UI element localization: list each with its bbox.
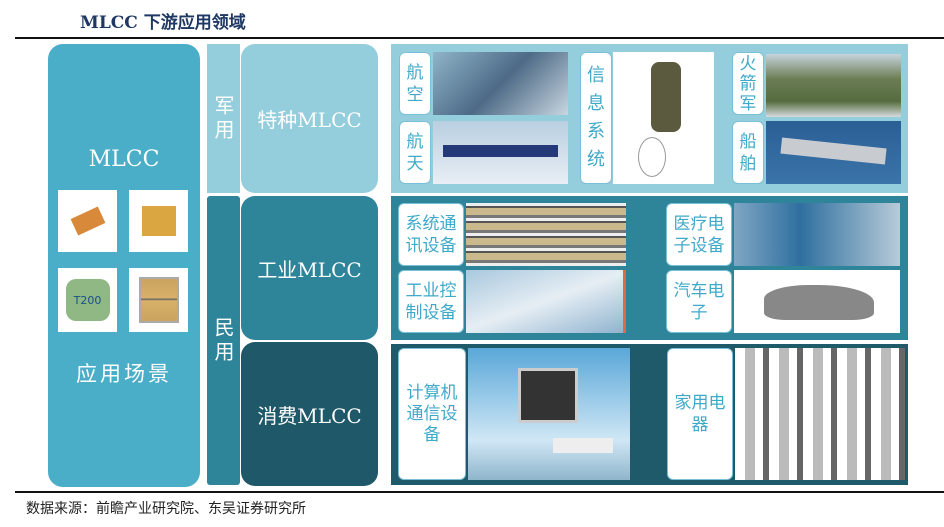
satellite-image (433, 121, 568, 184)
soldier-system-image (613, 52, 714, 184)
capacitor-green-image: T200 (58, 268, 117, 332)
label-home-appliances: 家用电器 (667, 348, 733, 480)
page-title: MLCC 下游应用领域 (80, 13, 246, 33)
network-switch-image (466, 203, 626, 266)
label-computer-comm: 计算机通信设备 (398, 348, 466, 480)
fighter-jet-image (433, 52, 568, 115)
source-note: 数据来源：前瞻产业研究院、东吴证券研究所 (26, 501, 306, 517)
capacitor-stack-image (129, 268, 188, 332)
bottom-rule (15, 491, 944, 493)
special-mlcc: 特种MLCC (241, 44, 378, 193)
scenario-label: 应用场景 (76, 362, 172, 386)
rocket-truck-image (766, 54, 901, 117)
industrial-mlcc: 工业MLCC (241, 196, 378, 340)
mlcc-box: MLCC T200 应用场景 (48, 44, 200, 487)
label-rocket-force: 火箭军 (732, 52, 764, 115)
military-group: 军用 (207, 44, 240, 193)
top-rule (15, 37, 944, 39)
label-info-system: 信息系统 (580, 52, 612, 184)
medical-room-image (734, 203, 900, 266)
appliances-image (735, 348, 905, 480)
computers-image (468, 348, 630, 480)
civil-group: 民用 (207, 196, 240, 485)
industrial-panel: 系统通讯设备 医疗电子设备 工业控制设备 汽车电子 (391, 196, 908, 340)
military-panel: 航空 航天 信息系统 火箭军 船舶 (391, 44, 908, 193)
capacitor-yellow-image (129, 190, 188, 252)
mlcc-label: MLCC (88, 147, 160, 172)
label-telecom: 系统通讯设备 (398, 203, 464, 266)
car-electronics-image (734, 270, 900, 333)
label-aerospace: 航天 (399, 121, 431, 184)
label-auto-electronics: 汽车电子 (666, 270, 732, 333)
label-ships: 船舶 (732, 121, 764, 184)
label-industrial-control: 工业控制设备 (398, 270, 464, 333)
label-aviation: 航空 (399, 52, 431, 115)
consumer-mlcc: 消费MLCC (241, 342, 378, 486)
warship-image (766, 121, 901, 184)
capacitor-chip-image (58, 190, 117, 252)
label-medical: 医疗电子设备 (666, 203, 732, 266)
consumer-panel: 计算机通信设备 家用电器 (391, 344, 908, 485)
industrial-control-image (466, 270, 626, 333)
